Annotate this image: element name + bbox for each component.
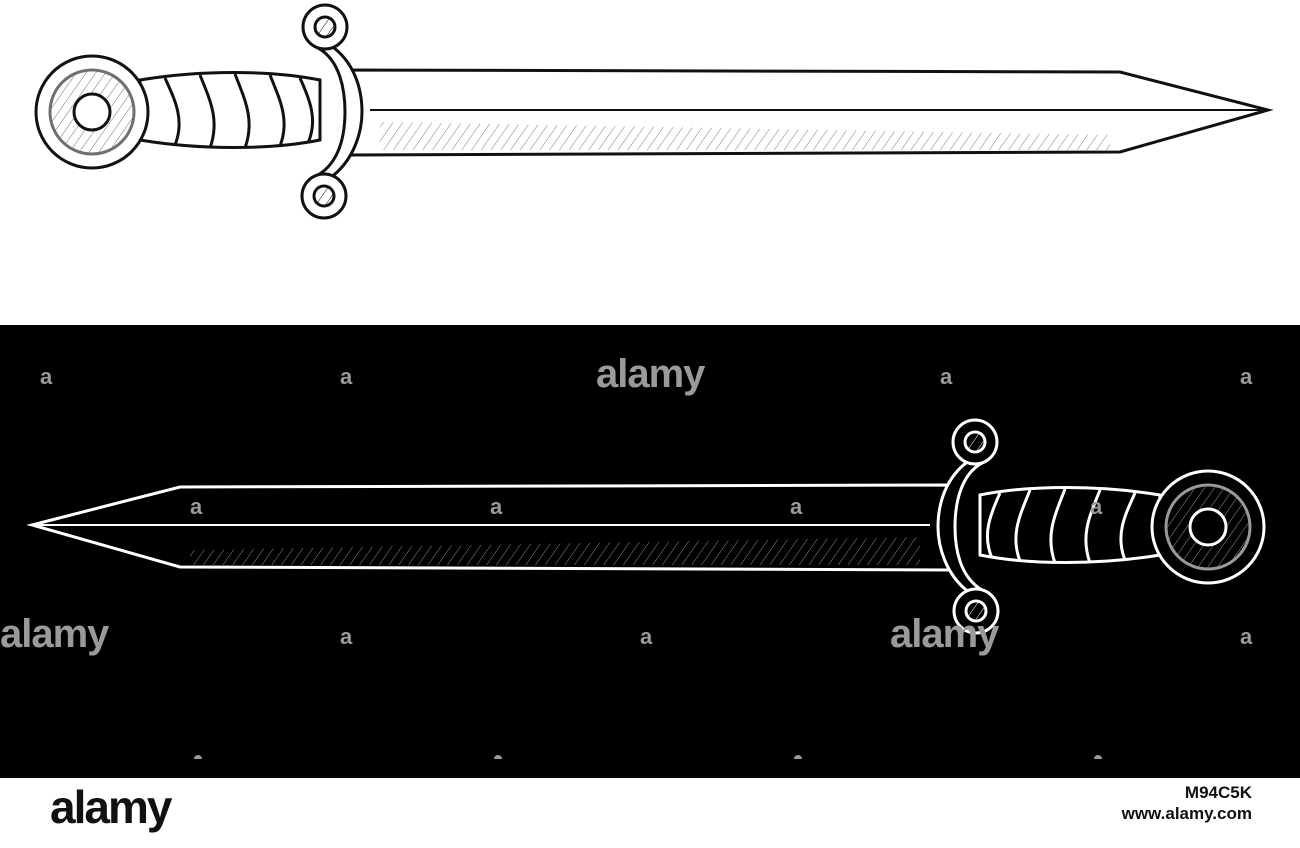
watermark-glyph: a xyxy=(190,494,202,519)
watermark-fragment xyxy=(1094,755,1102,759)
watermark-glyph: a xyxy=(790,494,802,519)
sword-blade xyxy=(26,483,952,572)
footer-bar xyxy=(0,778,1300,848)
sword-illustration-top xyxy=(34,3,1274,220)
watermark-fragment xyxy=(494,755,502,759)
sword-guard xyxy=(936,418,1000,635)
footer-logo: alamy xyxy=(50,781,172,833)
top-panel-white xyxy=(0,0,1300,325)
watermark-glyph: a xyxy=(340,624,352,649)
sword-pommel xyxy=(1150,469,1266,585)
watermark-text: alamy xyxy=(0,612,109,656)
watermark-glyph: a xyxy=(640,624,652,649)
watermark-glyph: a xyxy=(1240,364,1252,389)
watermark-glyph: a xyxy=(340,364,352,389)
sword-grip xyxy=(138,71,322,149)
sword-blade xyxy=(348,68,1274,157)
image-id: M94C5K xyxy=(1184,783,1252,802)
sword-guard xyxy=(300,3,364,220)
watermark-text: alamy xyxy=(890,612,999,656)
watermark-glyph: a xyxy=(1090,494,1102,519)
watermark-fragment xyxy=(194,755,202,759)
watermark-glyph: a xyxy=(40,364,52,389)
watermark-glyph: a xyxy=(1240,624,1252,649)
watermark-fragment xyxy=(794,755,802,759)
sword-pommel xyxy=(34,54,150,170)
sword-grip xyxy=(978,486,1162,564)
watermark-glyph: a xyxy=(490,494,502,519)
watermark-text: alamy xyxy=(596,352,705,396)
footer-url: www.alamy.com xyxy=(1121,804,1252,823)
sword-illustration-bottom xyxy=(26,418,1266,635)
watermark-glyph: a xyxy=(940,364,952,389)
